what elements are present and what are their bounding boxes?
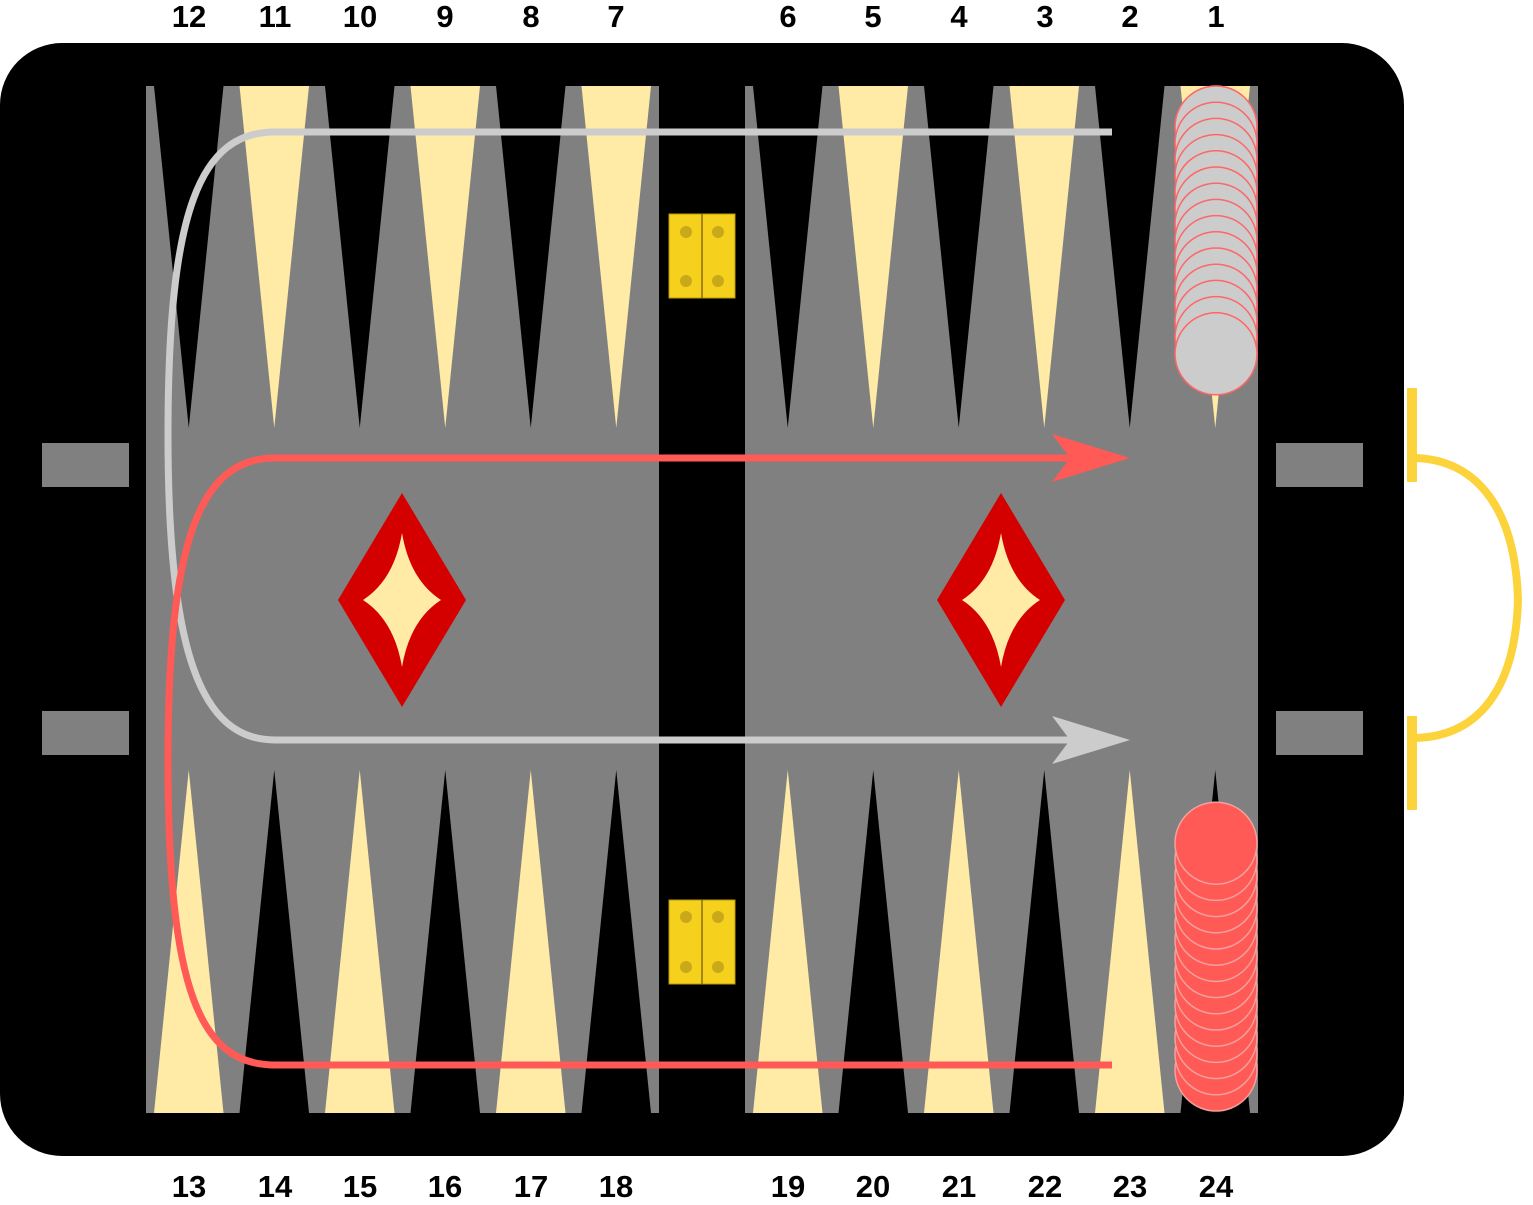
case-handle (1407, 388, 1523, 810)
white-checker-stack-point-1 (1174, 85, 1258, 396)
bottom-point-number: 20 (856, 1169, 890, 1200)
red-checker-stack-point-24 (1174, 801, 1258, 1112)
top-point-number: 3 (1036, 0, 1053, 34)
board-point-triangle (239, 770, 309, 1113)
top-point-numbers: 12 11 10 9 8 7 6 5 4 3 2 1 (172, 0, 1225, 34)
bottom-point-number: 19 (771, 1169, 805, 1200)
board-point-triangle (410, 770, 480, 1113)
bottom-point-number: 21 (942, 1169, 976, 1200)
board-point-triangle (753, 770, 823, 1113)
right-latch-upper (1276, 443, 1363, 487)
board-point-triangle (496, 770, 566, 1113)
top-point-number: 12 (172, 0, 206, 34)
board-point-triangle (838, 770, 908, 1113)
board-points (154, 86, 1250, 1113)
board-point-triangle (1095, 86, 1165, 428)
board-point-triangle (838, 86, 908, 428)
red-movement-path (164, 434, 1130, 1069)
bottom-point-number: 23 (1113, 1169, 1147, 1200)
board-point-triangle (325, 770, 395, 1113)
bottom-point-number: 18 (599, 1169, 633, 1200)
bottom-point-number: 17 (514, 1169, 548, 1200)
top-point-number: 10 (343, 0, 377, 34)
bottom-point-number: 16 (428, 1169, 462, 1200)
board-point-triangle (325, 86, 395, 428)
board-point-triangle (1095, 770, 1165, 1113)
top-point-number: 9 (436, 0, 453, 34)
board-point-triangle (1009, 770, 1079, 1113)
top-point-number: 2 (1121, 0, 1138, 34)
left-latch-lower (42, 711, 129, 755)
bottom-point-number: 24 (1199, 1169, 1234, 1200)
board-point-triangle (581, 770, 651, 1113)
top-point-number: 6 (779, 0, 796, 34)
top-point-number: 4 (950, 0, 968, 34)
board-point-triangle (753, 86, 823, 428)
board-point-triangle (924, 86, 994, 428)
top-point-number: 8 (522, 0, 539, 34)
board-point-triangle (410, 86, 480, 428)
right-latch-lower (1276, 711, 1363, 755)
board-point-triangle (1009, 86, 1079, 428)
lower-hinge (668, 899, 736, 985)
top-point-number: 11 (259, 0, 292, 34)
bottom-point-number: 22 (1028, 1169, 1062, 1200)
top-point-number: 5 (864, 0, 881, 34)
board-point-triangle (581, 86, 651, 428)
board-point-triangle (924, 770, 994, 1113)
white-movement-path (164, 128, 1130, 764)
white-checker (1174, 312, 1258, 396)
bottom-point-number: 15 (343, 1169, 377, 1200)
left-diamond-ornament (338, 493, 466, 707)
bottom-point-number: 14 (258, 1169, 293, 1200)
left-latch-upper (42, 443, 129, 487)
top-point-number: 7 (607, 0, 624, 34)
board-point-triangle (239, 86, 309, 428)
right-diamond-ornament (937, 493, 1065, 707)
board-point-triangle (496, 86, 566, 428)
red-checker (1174, 801, 1258, 885)
top-point-number: 1 (1207, 0, 1224, 34)
bottom-point-number: 13 (172, 1169, 206, 1200)
upper-hinge (668, 213, 736, 299)
bottom-point-numbers: 13 14 15 16 17 18 19 20 21 22 23 24 (172, 1169, 1234, 1204)
